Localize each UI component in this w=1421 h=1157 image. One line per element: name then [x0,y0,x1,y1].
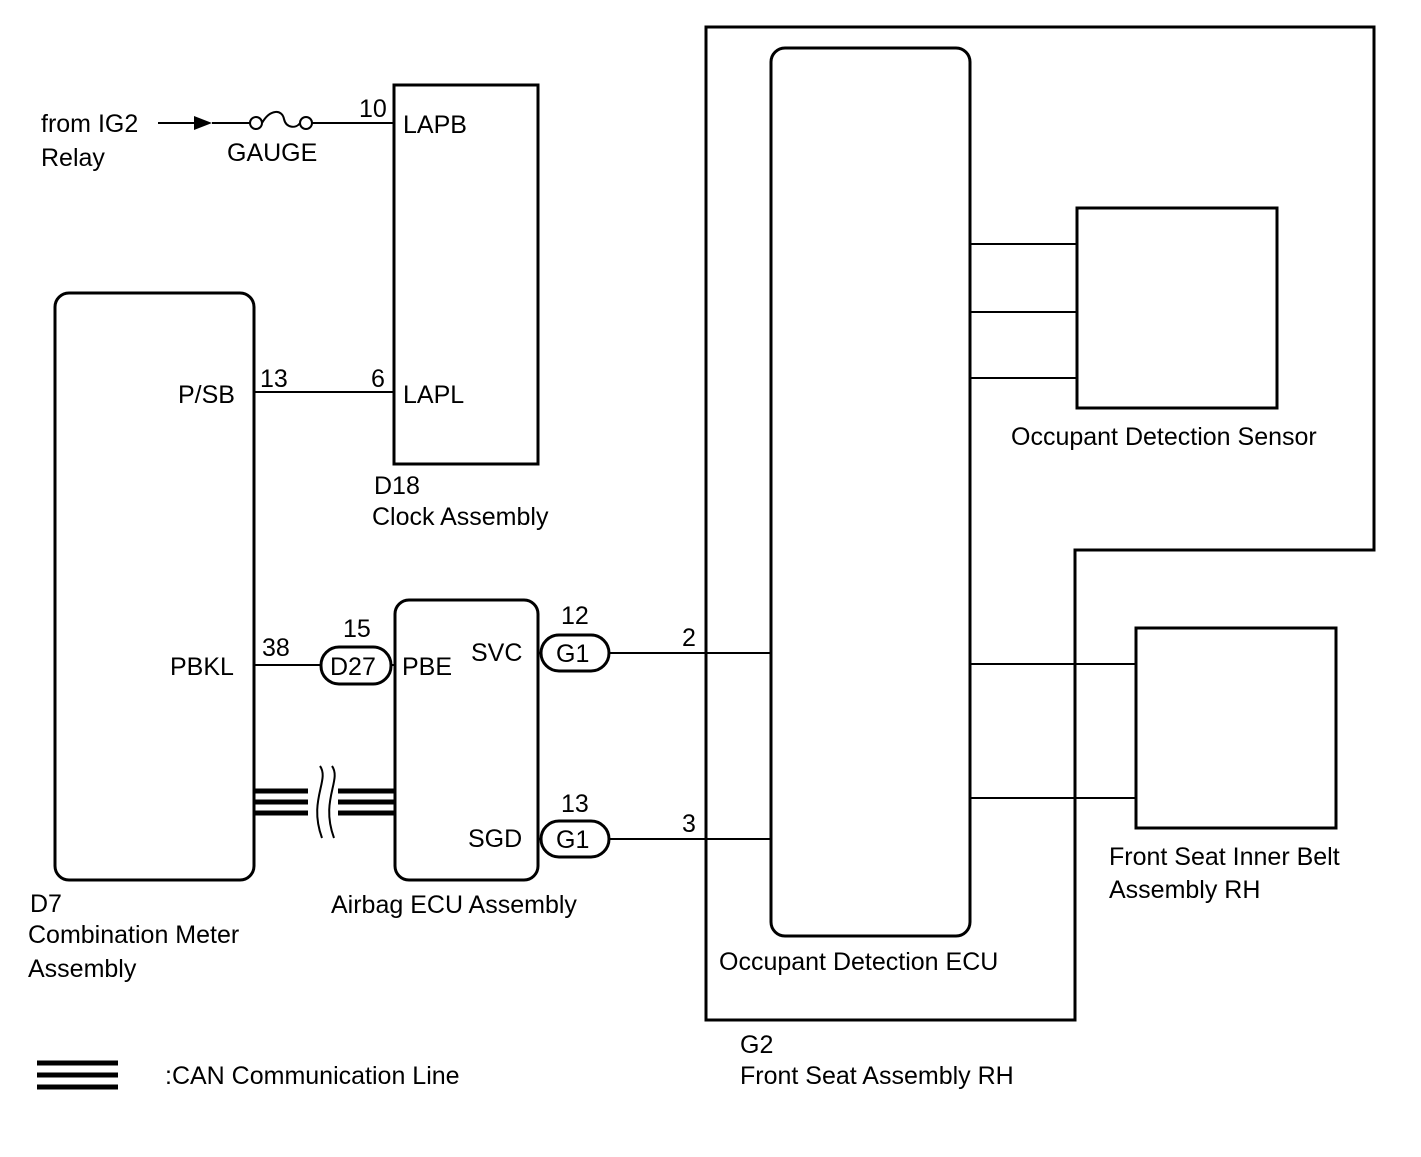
lapl-pin-number: 6 [371,365,385,393]
can-break-icon [308,760,338,840]
d27-pin-number: 15 [343,615,371,643]
combination-meter-box [53,291,256,882]
meter-name-line1: Combination Meter [28,921,239,949]
connector-d27-label: D27 [330,653,376,681]
inner-belt-box [1134,626,1338,830]
inner-belt-label-line2: Assembly RH [1109,876,1260,904]
connector-g1-svc-label: G1 [556,640,589,668]
source-relay-label: Relay [41,144,105,172]
meter-terminal-pbkl: PBKL [170,653,234,681]
occupant-detection-sensor-label: Occupant Detection Sensor [1011,423,1317,451]
airbag-terminal-svc: SVC [471,639,522,667]
clock-assembly-code: D18 [374,472,420,500]
ecu-pin-2: 2 [682,624,696,652]
fuse-label: GAUGE [227,139,317,167]
lapb-pin-number: 10 [359,95,387,123]
occupant-detection-ecu-label: Occupant Detection ECU [719,948,998,976]
airbag-ecu-name: Airbag ECU Assembly [331,891,577,919]
sgd-pin-number: 13 [561,790,589,818]
airbag-terminal-sgd: SGD [468,825,522,853]
ecu-pin-3: 3 [682,810,696,838]
arrow-right-icon [194,116,212,130]
airbag-ecu-box [393,598,540,882]
can-legend-icon [37,1060,118,1090]
airbag-terminal-pbe: PBE [402,653,452,681]
meter-code: D7 [30,890,62,918]
clock-terminal-lapl: LAPL [403,381,464,409]
clock-assembly-name: Clock Assembly [372,503,549,531]
psb-pin-number: 13 [260,365,288,393]
meter-terminal-psb: P/SB [178,381,235,409]
pbkl-pin-number: 38 [262,634,290,662]
occupant-detection-sensor-box [1075,206,1279,410]
occupant-detection-ecu-box [769,46,972,938]
connector-g1-sgd-label: G1 [556,826,589,854]
svc-pin-number: 12 [561,602,589,630]
source-from-label: from IG2 [41,110,138,138]
front-seat-assembly-outline [704,25,1376,1022]
can-legend-label: :CAN Communication Line [165,1062,460,1090]
clock-assembly-box [392,83,540,466]
fuse-icon [249,111,313,130]
clock-terminal-lapb: LAPB [403,111,467,139]
meter-name-line2: Assembly [28,955,137,983]
front-seat-code: G2 [740,1031,773,1059]
front-seat-name: Front Seat Assembly RH [740,1062,1014,1090]
inner-belt-label-line1: Front Seat Inner Belt [1109,843,1340,871]
